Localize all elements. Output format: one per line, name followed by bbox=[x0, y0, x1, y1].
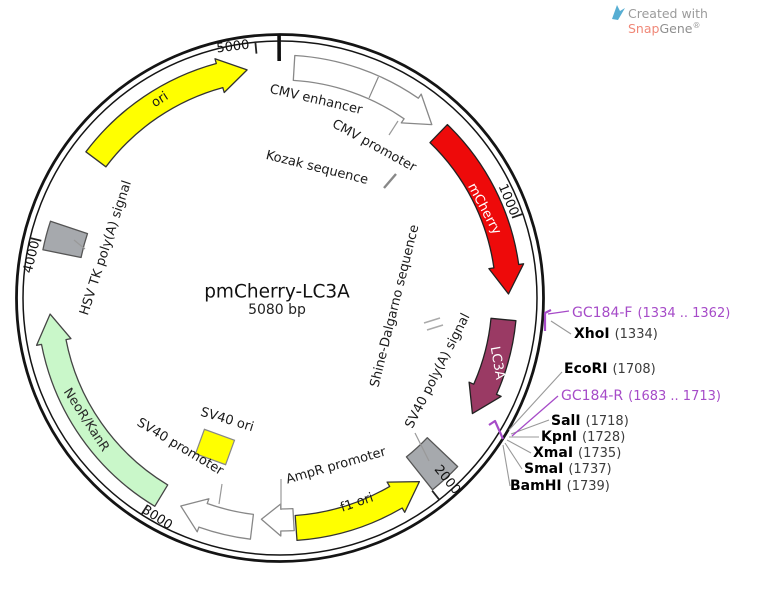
site-label-xmai[interactable]: XmaI (1735) bbox=[533, 445, 621, 461]
enzyme-position: (1737) bbox=[568, 462, 612, 477]
sv40-polya-box[interactable] bbox=[405, 437, 459, 491]
leader-line-3 bbox=[218, 483, 223, 505]
primer-name: GC184-F bbox=[572, 305, 633, 321]
watermark-snap: Snap bbox=[628, 21, 660, 37]
sv40-ori-box[interactable] bbox=[194, 428, 236, 466]
enzyme-position: (1728) bbox=[582, 430, 626, 445]
site-label-bamhi[interactable]: BamHI (1739) bbox=[510, 478, 610, 494]
mcherry-arrow[interactable] bbox=[429, 123, 525, 295]
enzyme-name: BamHI bbox=[510, 478, 562, 494]
enzyme-name: EcoRI bbox=[564, 361, 608, 377]
ampr-promoter-arrow[interactable] bbox=[260, 503, 295, 537]
tick-mark-2000 bbox=[431, 490, 440, 501]
leader-line-11 bbox=[502, 444, 511, 487]
leader-line-6 bbox=[508, 371, 563, 431]
watermark-text: Created with bbox=[628, 6, 708, 21]
leader-line-0 bbox=[388, 120, 399, 136]
registered-mark: ® bbox=[692, 21, 701, 30]
plasmid-backbone-ring bbox=[15, 33, 545, 563]
enzyme-position: (1718) bbox=[585, 414, 629, 429]
sv40-promoter-arrow[interactable] bbox=[180, 498, 255, 540]
site-label-ecori[interactable]: EcoRI (1708) bbox=[564, 361, 656, 377]
leader-line-1 bbox=[414, 432, 430, 462]
cmv-enhancer-promoter-arrow[interactable] bbox=[292, 54, 433, 126]
neor-kanr-arrow[interactable] bbox=[35, 313, 169, 507]
primer-range: (1683 .. 1713) bbox=[628, 389, 721, 404]
site-label-sali[interactable]: SalI (1718) bbox=[551, 413, 629, 429]
enzyme-name: KpnI bbox=[541, 429, 578, 445]
enzyme-name: XhoI bbox=[574, 326, 610, 342]
tick-mark-1000 bbox=[511, 213, 524, 219]
f1-ori-arrow[interactable] bbox=[294, 480, 421, 542]
primer-range: (1334 .. 1362) bbox=[637, 306, 731, 321]
enzyme-name: SmaI bbox=[524, 461, 564, 477]
primer-name: GC184-R bbox=[561, 388, 624, 404]
leader-line-12 bbox=[511, 395, 559, 437]
gc184r-primer-marker bbox=[488, 419, 505, 440]
tick-mark-5000 bbox=[254, 42, 258, 54]
leader-line-5 bbox=[550, 320, 572, 335]
leader-line-9 bbox=[506, 439, 532, 454]
tick-mark-4000 bbox=[29, 237, 42, 242]
enzyme-position: (1334) bbox=[614, 327, 658, 342]
site-label-xhoi[interactable]: XhoI (1334) bbox=[574, 326, 658, 342]
leader-line-16 bbox=[426, 324, 444, 331]
leader-line-14 bbox=[383, 173, 397, 189]
ori-arrow[interactable] bbox=[85, 58, 248, 168]
site-label-gc184r[interactable]: GC184-R (1683 .. 1713) bbox=[561, 388, 721, 404]
site-label-smai[interactable]: SmaI (1737) bbox=[524, 461, 612, 477]
leader-line-10 bbox=[504, 442, 523, 470]
enzyme-position: (1739) bbox=[566, 479, 610, 494]
watermark-gene: Gene bbox=[659, 21, 693, 37]
enzyme-name: XmaI bbox=[533, 445, 574, 461]
tick-mark-3000 bbox=[140, 504, 149, 515]
gc184f-primer-marker bbox=[543, 309, 552, 331]
hsv-tk-polya-box[interactable] bbox=[42, 220, 89, 259]
plasmid-name: pmCherry-LC3A bbox=[204, 281, 350, 303]
leader-line-2 bbox=[73, 239, 86, 250]
site-label-kpni[interactable]: KpnI (1728) bbox=[541, 429, 625, 445]
snapgene-watermark: Created with SnapGene® bbox=[628, 6, 765, 36]
snapgene-logo-icon bbox=[612, 5, 625, 20]
site-label-gc184f[interactable]: GC184-F (1334 .. 1362) bbox=[572, 305, 730, 321]
enzyme-position: (1735) bbox=[578, 446, 622, 461]
lc3a-arrow[interactable] bbox=[468, 317, 517, 415]
cmv-enhancer-promoter-arrow-divider bbox=[368, 76, 379, 99]
enzyme-name: SalI bbox=[551, 413, 581, 429]
leader-line-15 bbox=[423, 317, 441, 324]
enzyme-position: (1708) bbox=[612, 362, 656, 377]
plasmid-size: 5080 bp bbox=[248, 302, 306, 318]
leader-line-13 bbox=[547, 310, 570, 315]
